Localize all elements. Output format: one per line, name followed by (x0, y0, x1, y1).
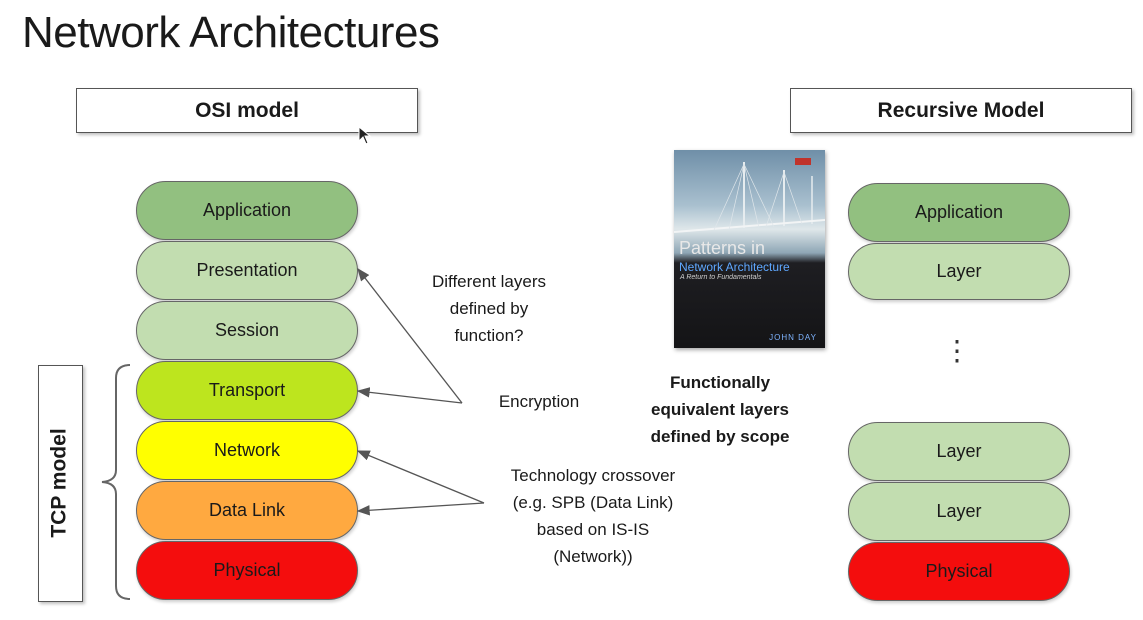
recursive-layer-application: Application (848, 183, 1070, 242)
arrow-to-transport (356, 387, 463, 404)
note-line: equivalent layers (651, 400, 789, 419)
osi-layer-physical: Physical (136, 541, 358, 600)
arrow-to-network (356, 450, 485, 504)
osi-layer-application: Application (136, 181, 358, 240)
osi-model-header: OSI model (76, 88, 418, 133)
tcp-brace (101, 364, 131, 600)
recursive-layer: Layer (848, 482, 1070, 541)
note-line: (e.g. SPB (Data Link) (512, 493, 674, 512)
osi-layer-presentation: Presentation (136, 241, 358, 300)
note-line: based on IS-IS (536, 520, 650, 539)
note-functional: Functionally equivalent layers defined b… (625, 369, 815, 450)
book-title: Patterns in (679, 238, 766, 258)
tcp-model-box (38, 365, 83, 602)
bridge-illustration (674, 162, 825, 233)
osi-layer-session: Session (136, 301, 358, 360)
osi-layer-data-link: Data Link (136, 481, 358, 540)
note-line: Technology crossover (510, 466, 676, 485)
book-subtitle: Network Architecture (679, 260, 790, 274)
osi-layer-network: Network (136, 421, 358, 480)
arrow-to-presentation (357, 267, 463, 404)
arrow-to-data-link (356, 502, 485, 516)
note-crossover: Technology crossover (e.g. SPB (Data Lin… (488, 462, 698, 570)
book-cover-image: Patterns in Network Architecture A Retur… (674, 150, 825, 348)
note-line: defined by (449, 299, 529, 318)
note-layers-question: Different layers defined by function? (400, 268, 578, 349)
recursive-layer-physical: Physical (848, 542, 1070, 601)
book-author: JOHN DAY (769, 333, 817, 342)
osi-layer-transport: Transport (136, 361, 358, 420)
note-line: defined by scope (650, 427, 790, 446)
mouse-cursor-icon (358, 126, 372, 145)
note-line: function? (454, 326, 524, 345)
ellipsis-icon: ⋮ (943, 335, 971, 366)
recursive-model-header: Recursive Model (790, 88, 1132, 133)
recursive-layer: Layer (848, 243, 1070, 300)
note-line: (Network)) (553, 547, 633, 566)
publisher-logo (795, 158, 811, 165)
note-encryption: Encryption (498, 392, 580, 411)
note-line: Functionally (669, 373, 771, 392)
note-line: Different layers (431, 272, 546, 291)
page-title: Network Architectures (22, 8, 440, 57)
recursive-layer: Layer (848, 422, 1070, 481)
book-tagline: A Return to Fundamentals (680, 274, 762, 281)
